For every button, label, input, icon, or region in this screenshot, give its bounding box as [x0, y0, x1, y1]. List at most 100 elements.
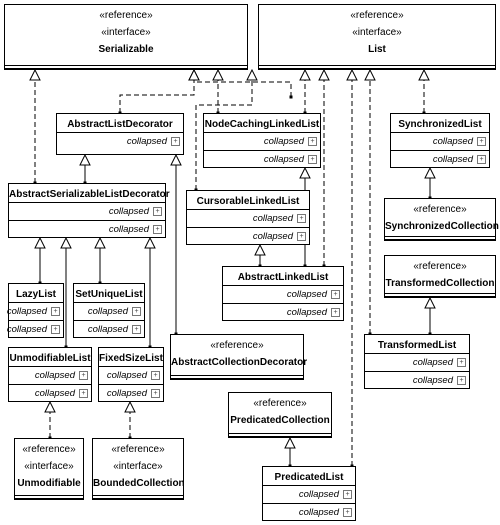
- expand-icon[interactable]: +: [132, 325, 141, 334]
- abstract-collection-decorator-box[interactable]: «reference» AbstractCollectionDecorator: [170, 334, 308, 380]
- expand-icon[interactable]: +: [51, 307, 60, 316]
- transformed-collection-name: TransformedCollection: [385, 278, 495, 289]
- collapsed-label: collapsed: [252, 213, 293, 224]
- node-caching-linked-list-name: NodeCachingLinkedList: [204, 119, 320, 130]
- unmodifiable-stereotype: «interface»: [24, 461, 74, 472]
- collapsed-compartment[interactable]: collapsed+: [263, 503, 355, 521]
- compartment-divider: [93, 495, 183, 496]
- expand-icon[interactable]: +: [457, 376, 466, 385]
- expand-icon[interactable]: +: [308, 155, 317, 164]
- expand-icon[interactable]: +: [151, 389, 160, 398]
- synchronized-collection-box[interactable]: «reference»SynchronizedCollection: [384, 198, 499, 241]
- expand-icon[interactable]: +: [343, 490, 352, 499]
- inheritance-arrowhead: [364, 68, 376, 81]
- bounded-collection-box[interactable]: «reference»«interface»BoundedCollection: [92, 438, 185, 500]
- compartment-divider: [385, 296, 495, 297]
- collapsed-compartment[interactable]: collapsed+: [7, 320, 63, 338]
- ald-area-to-serializable: [119, 80, 195, 113]
- inheritance-arrowhead: [424, 166, 436, 179]
- collapsed-compartment[interactable]: collapsed+: [74, 302, 144, 320]
- expand-icon[interactable]: +: [153, 207, 162, 216]
- collapsed-compartment[interactable]: collapsed+: [99, 366, 163, 384]
- collapsed-compartment[interactable]: collapsed+: [7, 302, 63, 320]
- serializable-header: «reference»«interface»Serializable: [5, 5, 247, 65]
- collapsed-compartment[interactable]: collapsed +: [223, 303, 343, 321]
- expand-icon[interactable]: +: [477, 155, 486, 164]
- collapsed-compartment[interactable]: collapsed+: [365, 353, 469, 371]
- collapsed-compartment[interactable]: collapsed+: [9, 202, 165, 220]
- unmodifiable-box[interactable]: «reference»«interface»Unmodifiable: [14, 438, 84, 500]
- expand-icon[interactable]: +: [151, 371, 160, 380]
- collapsed-label: collapsed: [126, 136, 167, 147]
- expand-icon[interactable]: +: [343, 508, 352, 517]
- predicated-collection-name: PredicatedCollection: [230, 415, 330, 426]
- transformed-collection-stereotype: «reference»: [413, 261, 467, 272]
- list-box[interactable]: «reference»«interface»List: [258, 4, 496, 70]
- inheritance-arrowhead: [299, 68, 311, 81]
- collapsed-compartment[interactable]: collapsed+: [99, 384, 163, 402]
- expand-icon[interactable]: +: [477, 137, 486, 146]
- collapsed-compartment[interactable]: collapsed+: [204, 132, 320, 150]
- predicated-list-box[interactable]: PredicatedList collapsed+collapsed+: [262, 466, 356, 521]
- expand-icon[interactable]: +: [153, 225, 162, 234]
- predicated-collection-box[interactable]: «reference» PredicatedCollection: [228, 392, 332, 438]
- expand-icon[interactable]: +: [331, 290, 340, 299]
- expand-icon[interactable]: +: [308, 137, 317, 146]
- collapsed-compartment[interactable]: collapsed +: [57, 132, 183, 150]
- collapsed-label: collapsed: [34, 388, 75, 399]
- expand-icon[interactable]: +: [331, 308, 340, 317]
- expand-icon[interactable]: +: [297, 214, 306, 223]
- predicated-list-header: PredicatedList: [263, 467, 355, 485]
- expand-icon[interactable]: +: [297, 232, 306, 241]
- abstract-collection-decorator-name: AbstractCollectionDecorator: [171, 357, 308, 368]
- collapsed-compartment[interactable]: collapsed+: [391, 132, 489, 150]
- collapsed-compartment[interactable]: collapsed+: [223, 285, 343, 303]
- set-unique-list-header: SetUniqueList: [74, 284, 144, 302]
- inheritance-arrowhead: [170, 153, 182, 166]
- predicated-list-name: PredicatedList: [274, 472, 344, 483]
- serializable-name: Serializable: [98, 44, 154, 55]
- expand-icon[interactable]: +: [132, 307, 141, 316]
- collapsed-label: collapsed: [286, 307, 327, 318]
- compartment-divider: [93, 498, 183, 499]
- inheritance-arrowhead: [94, 236, 106, 249]
- collapsed-compartment[interactable]: collapsed +: [9, 384, 91, 402]
- serializable-box[interactable]: «reference»«interface»Serializable: [4, 4, 248, 70]
- expand-icon[interactable]: +: [79, 371, 88, 380]
- ncll-to-serializable: [193, 80, 292, 97]
- abstract-linked-list-name: AbstractLinkedList: [237, 272, 329, 283]
- collapsed-compartment[interactable]: collapsed+: [74, 320, 144, 338]
- bounded-collection-stereotype: «reference»: [111, 444, 165, 455]
- collapsed-compartment[interactable]: collapsed+: [263, 485, 355, 503]
- collapsed-compartment[interactable]: collapsed+: [9, 366, 91, 384]
- expand-icon[interactable]: +: [79, 389, 88, 398]
- predicated-collection-stereotype: «reference»: [253, 398, 307, 409]
- transformed-collection-box[interactable]: «reference» TransformedCollection: [384, 255, 496, 298]
- abstract-collection-decorator-stereotype: «reference»: [210, 340, 264, 351]
- collapsed-compartment[interactable]: collapsed+: [365, 371, 469, 389]
- collapsed-label: collapsed: [263, 154, 304, 165]
- collapsed-compartment[interactable]: collapsed +: [391, 150, 489, 168]
- collapsed-compartment[interactable]: collapsed +: [204, 150, 320, 168]
- collapsed-compartment[interactable]: collapsed +: [187, 209, 309, 227]
- expand-icon[interactable]: +: [171, 137, 180, 146]
- expand-icon[interactable]: +: [457, 358, 466, 367]
- expand-icon[interactable]: +: [51, 325, 60, 334]
- list-stereotype: «interface»: [352, 27, 402, 38]
- compartment-divider: [5, 65, 247, 66]
- collapsed-compartment[interactable]: collapsed+: [9, 220, 165, 238]
- synchronized-list-name: SynchronizedList: [398, 119, 482, 130]
- collapsed-compartment[interactable]: collapsed+: [187, 227, 309, 245]
- collapsed-label: collapsed: [432, 154, 473, 165]
